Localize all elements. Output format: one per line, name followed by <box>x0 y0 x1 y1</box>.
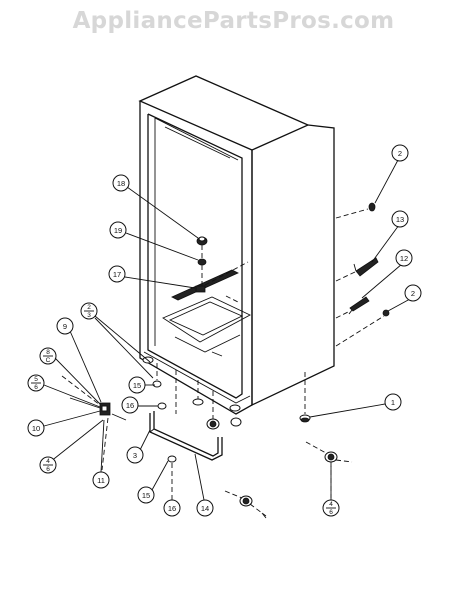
svg-text:8: 8 <box>46 349 50 356</box>
svg-text:6: 6 <box>329 509 333 516</box>
callout-11: 11 <box>92 471 110 489</box>
part-roller-left-bottom <box>239 495 253 507</box>
callout-1: 1 <box>384 393 402 411</box>
svg-text:14: 14 <box>201 504 209 513</box>
callout-4-6-bottom: 4 6 <box>322 499 340 517</box>
part-17-bracket <box>195 285 206 293</box>
callout-13: 13 <box>391 210 409 228</box>
callout-4-6-left: 4 6 <box>39 456 57 474</box>
svg-text:3: 3 <box>87 312 91 319</box>
svg-text:11: 11 <box>97 476 105 485</box>
svg-text:6: 6 <box>34 384 38 391</box>
svg-text:18: 18 <box>117 179 125 188</box>
callout-15-lower: 15 <box>137 486 155 504</box>
part-16-leg-a <box>157 402 167 410</box>
part-2-top-plug <box>368 202 376 212</box>
callout-15-upper: 15 <box>128 376 146 394</box>
svg-text:5: 5 <box>34 376 38 383</box>
part-2-right-plug <box>382 309 390 317</box>
callout-3: 3 <box>126 446 144 464</box>
callout-16-lower: 16 <box>163 499 181 517</box>
svg-text:6: 6 <box>46 466 50 473</box>
part-15-roller-a <box>152 380 162 388</box>
svg-text:3: 3 <box>133 451 137 460</box>
callout-2-right: 2 <box>404 284 422 302</box>
part-16-leg-b <box>167 455 177 463</box>
svg-text:4: 4 <box>46 458 50 465</box>
svg-text:19: 19 <box>114 226 122 235</box>
svg-text:15: 15 <box>142 491 150 500</box>
part-1-leveler-top <box>299 414 311 423</box>
svg-text:10: 10 <box>32 424 40 433</box>
svg-text:17: 17 <box>113 270 121 279</box>
part-13-bracket <box>353 257 379 277</box>
svg-text:2: 2 <box>87 304 91 311</box>
part-19-nut <box>197 258 207 266</box>
callout-8-c: 8 C <box>39 347 57 365</box>
svg-text:C: C <box>46 357 51 364</box>
callout-9: 9 <box>56 317 74 335</box>
callout-16-upper: 16 <box>121 396 139 414</box>
part-roller-center <box>206 418 220 430</box>
part-10-hinge <box>99 402 111 416</box>
callout-5-6: 5 6 <box>27 374 45 392</box>
svg-text:1: 1 <box>391 398 395 407</box>
part-14-front-rail <box>149 411 223 461</box>
callout-19: 19 <box>109 221 127 239</box>
part-roller-right-bottom <box>324 451 338 463</box>
svg-text:13: 13 <box>396 215 404 224</box>
callout-17: 17 <box>108 265 126 283</box>
svg-text:16: 16 <box>126 401 134 410</box>
svg-text:2: 2 <box>398 149 402 158</box>
part-18-cap <box>196 236 208 246</box>
svg-text:15: 15 <box>133 381 141 390</box>
watermark: AppliancePartsPros.com <box>72 8 395 34</box>
svg-text:12: 12 <box>400 254 408 263</box>
callout-12: 12 <box>395 249 413 267</box>
svg-text:2: 2 <box>411 289 415 298</box>
refrigerator-cabinet <box>138 75 335 415</box>
callout-18: 18 <box>112 174 130 192</box>
callout-2-3: 2 3 <box>80 302 98 320</box>
part-12-hinge-pin <box>348 296 370 315</box>
callout-2-top: 2 <box>391 144 409 162</box>
callout-10: 10 <box>27 419 45 437</box>
svg-text:9: 9 <box>63 322 67 331</box>
callout-14: 14 <box>196 499 214 517</box>
svg-text:16: 16 <box>168 504 176 513</box>
svg-text:4: 4 <box>329 501 333 508</box>
